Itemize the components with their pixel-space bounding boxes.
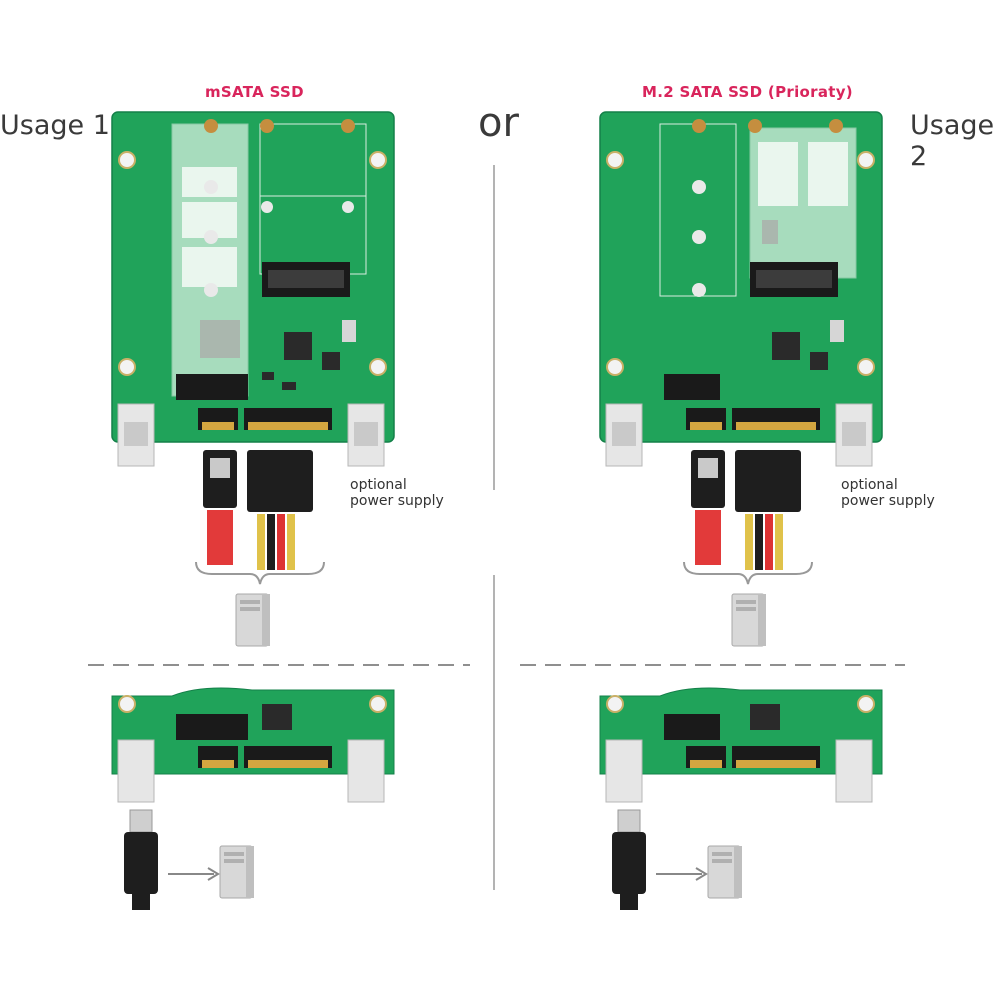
m2-sata-ssd-title: M.2 SATA SSD (Prioraty) <box>642 83 853 101</box>
left-esata-cable-icon <box>124 809 158 910</box>
or-label: or <box>478 100 519 146</box>
right-power-note: optional power supply <box>841 477 935 509</box>
right-esata-cable-icon <box>612 809 646 910</box>
right-power-note-line2: power supply <box>841 493 935 509</box>
left-sata-cable-icon <box>203 450 313 570</box>
left-bottom-board-partial <box>111 687 395 803</box>
left-power-note-line1: optional <box>350 477 407 493</box>
usage-2-label: Usage 2 <box>910 110 995 172</box>
right-brace <box>683 561 813 585</box>
pc-tower-icon <box>731 593 766 647</box>
usage-1-label: Usage 1 <box>0 110 110 141</box>
msata-ssd-title: mSATA SSD <box>205 83 304 101</box>
left-power-note: optional power supply <box>350 477 444 509</box>
arrow-right-icon <box>656 867 708 881</box>
pc-tower-icon <box>219 845 254 899</box>
pc-tower-icon <box>235 593 270 647</box>
right-sata-cable-icon <box>691 450 801 570</box>
left-adapter-board <box>111 111 395 467</box>
right-bottom-board-partial <box>599 687 883 803</box>
right-power-note-line1: optional <box>841 477 898 493</box>
left-power-note-line2: power supply <box>350 493 444 509</box>
right-adapter-board <box>599 111 883 467</box>
arrow-right-icon <box>168 867 220 881</box>
left-brace <box>195 561 325 585</box>
pc-tower-icon <box>707 845 742 899</box>
